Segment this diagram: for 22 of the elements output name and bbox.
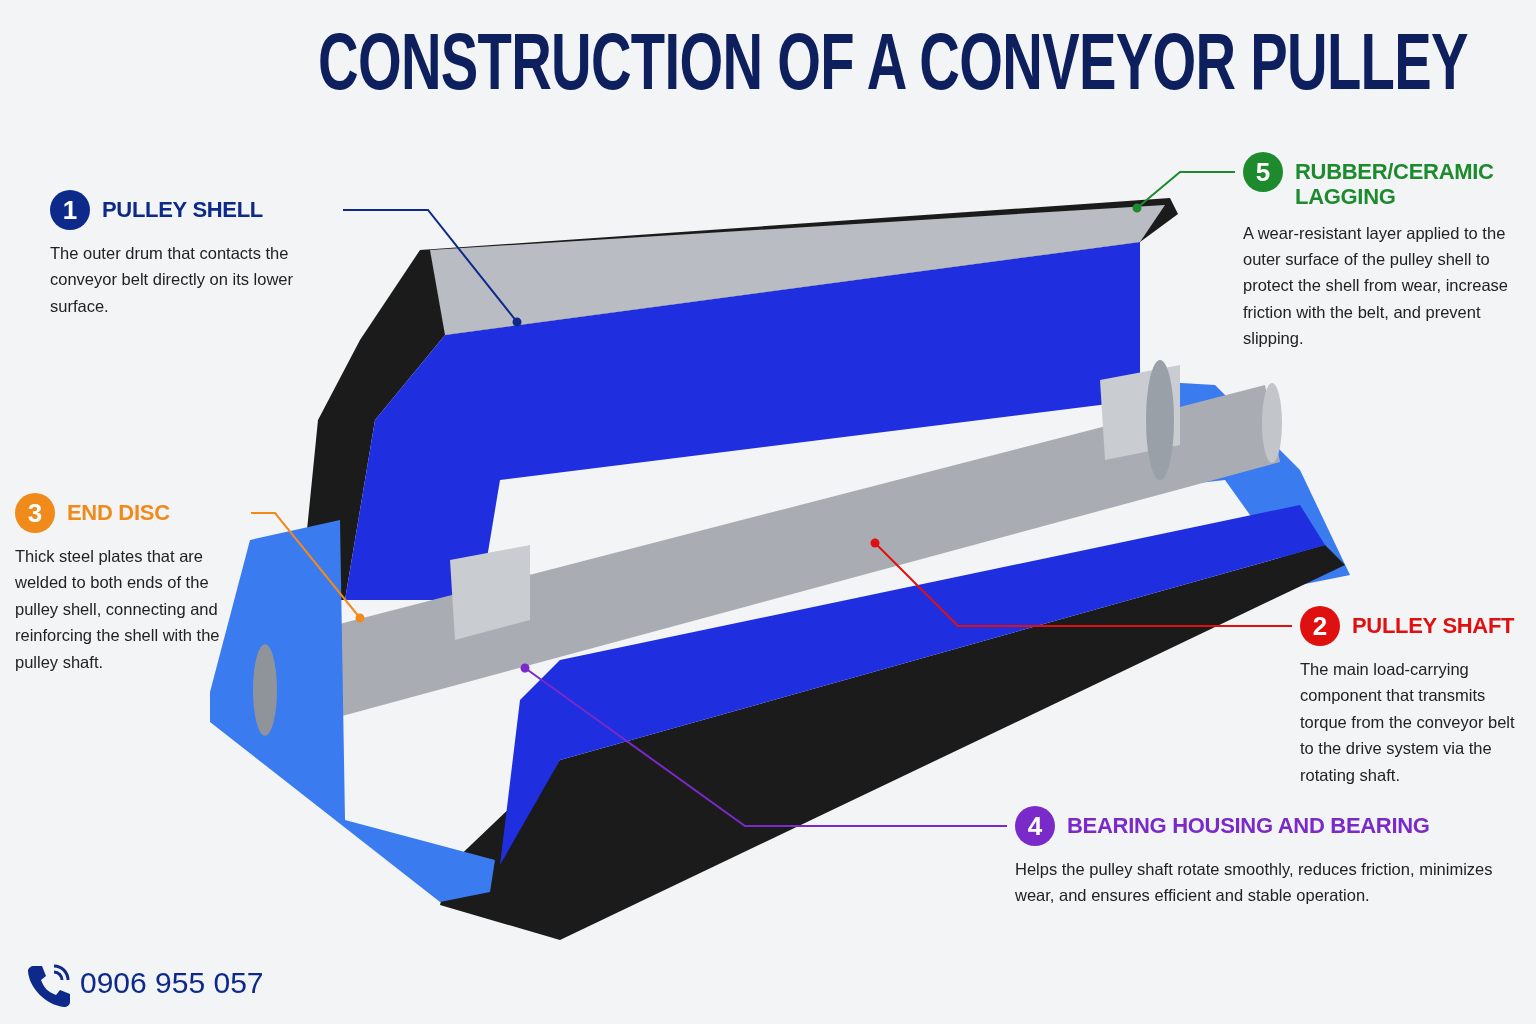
callout-number: 3	[15, 493, 55, 533]
callout-number: 2	[1300, 606, 1340, 646]
callout-description: Thick steel plates that are welded to both ends of the pulley shell, connecting and reinforcing the shell with the pulley shaft.	[15, 546, 221, 673]
callout-description: A wear-resistant layer applied to the outer surface of the pulley shell to protect the shell from wear, increase friction with the belt, and prevent slipping.	[1243, 222, 1510, 350]
leader-line	[870, 538, 1293, 627]
callout-heading: RUBBER/CERAMIC LAGGING	[1295, 158, 1495, 210]
callout-heading: END DISC	[67, 499, 170, 526]
callout-description: Helps the pulley shaft rotate smoothly, reduces friction, minimizes wear, and ensures efficient and stable operation.	[1015, 859, 1494, 907]
callout-heading: PULLEY SHELL	[102, 196, 263, 223]
callout-number: 1	[50, 190, 90, 230]
callout-number: 5	[1243, 152, 1283, 192]
callout-heading: BEARING HOUSING AND BEARING	[1067, 812, 1430, 839]
callout-description: The outer drum that contacts the conveyor belt directly on its lower surface.	[50, 243, 295, 317]
leader-line	[520, 663, 1008, 827]
leader-line	[342, 209, 522, 327]
callout-description: The main load-carrying component that transmits torque from the conveyor belt to the drive system via the rotating shaft.	[1300, 659, 1516, 786]
title: CONSTRUCTION OF A CONVEYOR PULLEY	[318, 22, 1468, 102]
leader-line	[250, 512, 365, 623]
phone-number: 0906 955 057	[80, 966, 264, 1000]
callout-number: 4	[1015, 806, 1055, 846]
callout-heading: PULLEY SHAFT	[1352, 612, 1515, 639]
leader-line	[1132, 171, 1236, 213]
